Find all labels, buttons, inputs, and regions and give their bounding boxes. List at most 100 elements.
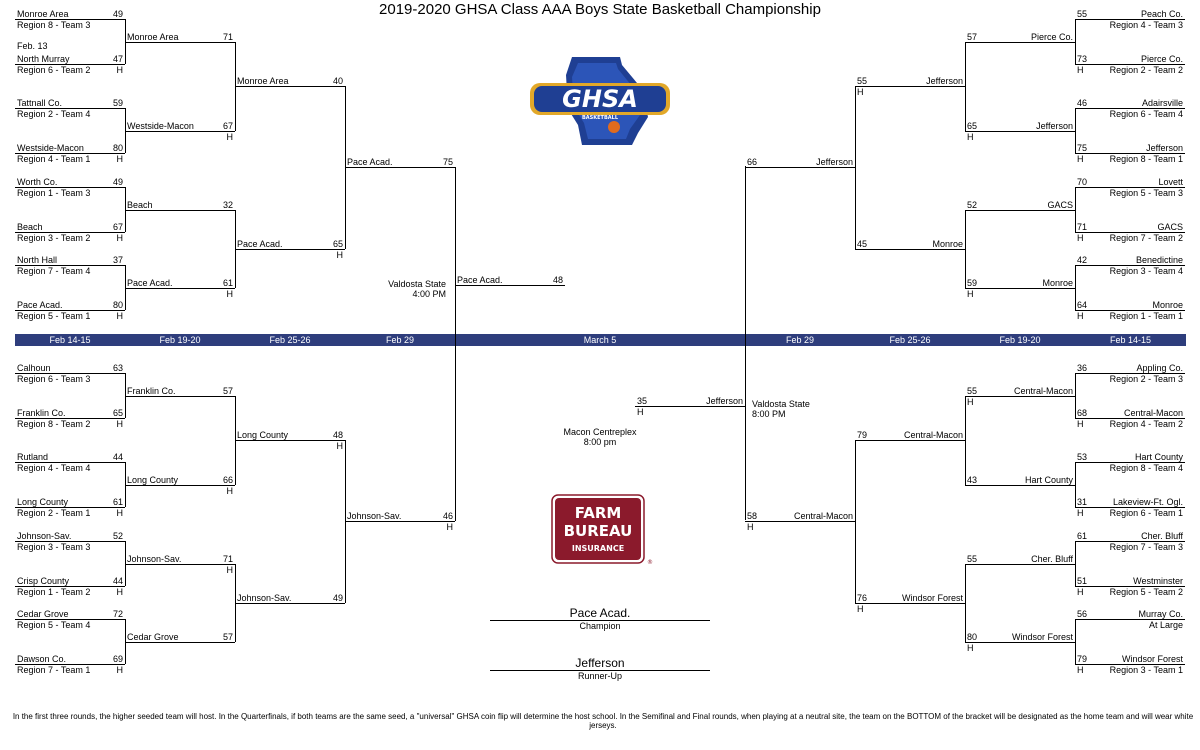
team-seed: Region 4 - Team 3 — [1109, 20, 1183, 30]
team-score: 59 — [112, 98, 123, 108]
slot-line — [1075, 64, 1185, 65]
slot-line — [1075, 373, 1185, 374]
slot-line — [855, 440, 965, 441]
host-marker: H — [446, 522, 454, 533]
team-score: 61 — [222, 277, 233, 288]
slot-line — [235, 248, 345, 250]
team-score: 45 — [857, 238, 868, 249]
team-score: 76 — [857, 592, 868, 603]
right-semifinal-site: Valdosta State — [752, 399, 810, 409]
slot-line — [965, 41, 1075, 43]
team-name: Central-Macon — [1123, 408, 1183, 418]
slot-line — [965, 209, 1075, 211]
team-name: Westside-Macon — [127, 120, 194, 131]
team-seed: Region 4 - Team 4 — [17, 463, 91, 473]
team-score: 48 — [332, 430, 343, 440]
team-score: 58 — [747, 511, 758, 522]
host-marker: H — [857, 87, 864, 97]
slot-line — [1075, 507, 1185, 508]
host-marker: H — [967, 131, 974, 142]
team-name: Jefferson — [816, 157, 853, 168]
slot-line — [1075, 232, 1185, 233]
right-semifinal-time: 8:00 PM — [752, 409, 786, 419]
slot-line — [235, 440, 345, 441]
team-seed: Region 2 - Team 4 — [17, 109, 91, 119]
ghsa-logo-subtext: BASKETBALL — [582, 115, 619, 121]
champion-team: Pace Acad. — [569, 606, 631, 620]
date-right-r2: Feb 19-20 — [999, 335, 1041, 345]
date-final: March 5 — [583, 335, 617, 345]
host-marker: H — [967, 396, 974, 407]
team-name: GACS — [1157, 222, 1183, 232]
host-marker: H — [226, 564, 234, 575]
team-name: Cher. Bluff — [1141, 531, 1183, 541]
team-seed: Region 2 - Team 3 — [1109, 374, 1183, 384]
team-name: Rutland — [17, 452, 49, 462]
host-marker: H — [1077, 508, 1084, 518]
date-left-r2: Feb 19-20 — [159, 335, 201, 345]
slot-line — [15, 373, 125, 374]
bracket-connector — [1075, 462, 1076, 507]
team-score: 44 — [112, 452, 123, 462]
team-name: Johnson-Sav. — [237, 592, 292, 603]
date-left-r3: Feb 25-26 — [269, 335, 311, 345]
team-name: Lovett — [1158, 177, 1183, 187]
team-seed: Region 7 - Team 1 — [17, 665, 91, 675]
team-name: Appling Co. — [1136, 363, 1183, 373]
team-score: 80 — [112, 300, 123, 310]
slot-line — [15, 418, 125, 419]
team-score: 55 — [857, 76, 868, 86]
team-seed: At Large — [1148, 620, 1183, 630]
host-marker: H — [336, 249, 344, 260]
team-seed: Region 8 - Team 1 — [1109, 154, 1183, 164]
final-bottom-score: 35 — [637, 396, 648, 406]
team-name: Windsor Forest — [1011, 631, 1073, 642]
date-left-sf: Feb 29 — [385, 335, 415, 345]
host-marker: H — [1077, 154, 1084, 164]
team-seed: Region 3 - Team 2 — [17, 233, 91, 243]
slot-line — [15, 541, 125, 542]
bracket-connector — [855, 440, 856, 603]
team-name: Central-Macon — [1013, 385, 1073, 396]
team-seed: Region 6 - Team 4 — [1109, 109, 1183, 119]
slot-line — [15, 19, 125, 20]
team-score: 57 — [222, 631, 233, 642]
team-seed: Region 1 - Team 1 — [1109, 311, 1183, 321]
team-score: 75 — [442, 157, 453, 168]
slot-line — [15, 619, 125, 620]
slot-line — [855, 86, 965, 87]
slot-line — [15, 232, 125, 233]
team-seed: Region 2 - Team 1 — [17, 508, 91, 518]
team-score: 65 — [332, 238, 343, 249]
bracket-connector — [1075, 619, 1076, 664]
team-name: Pierce Co. — [1140, 54, 1183, 64]
slot-line — [965, 287, 1075, 289]
team-seed: Region 8 - Team 4 — [1109, 463, 1183, 473]
team-score: 80 — [112, 143, 123, 153]
bracket-connector — [965, 395, 966, 485]
team-score: 79 — [857, 430, 868, 440]
team-seed: Region 5 - Team 3 — [1109, 188, 1183, 198]
slot-line — [745, 167, 855, 169]
slot-line — [1075, 664, 1185, 665]
team-score: 56 — [1077, 609, 1088, 619]
date-left-r1: Feb 14-15 — [49, 335, 91, 345]
team-name: Benedictine — [1135, 255, 1183, 265]
team-score: 49 — [332, 592, 343, 603]
final-top-score: 48 — [552, 275, 563, 285]
team-score: 57 — [967, 31, 978, 42]
team-name: Long County — [17, 497, 69, 507]
bracket-connector — [965, 41, 966, 131]
team-score: 65 — [112, 408, 123, 418]
bracket-connector — [1075, 187, 1076, 232]
team-name: North Hall — [17, 255, 58, 265]
team-name: Central-Macon — [793, 511, 853, 522]
slot-line — [15, 108, 125, 109]
team-name: Westside-Macon — [17, 143, 84, 153]
bracket-connector — [1075, 265, 1076, 310]
champion-label: Champion — [579, 621, 621, 631]
team-name: Cher. Bluff — [1031, 553, 1073, 564]
team-name: Long County — [237, 430, 289, 440]
team-name: Johnson-Sav. — [127, 553, 182, 564]
team-score: 46 — [1077, 98, 1088, 108]
